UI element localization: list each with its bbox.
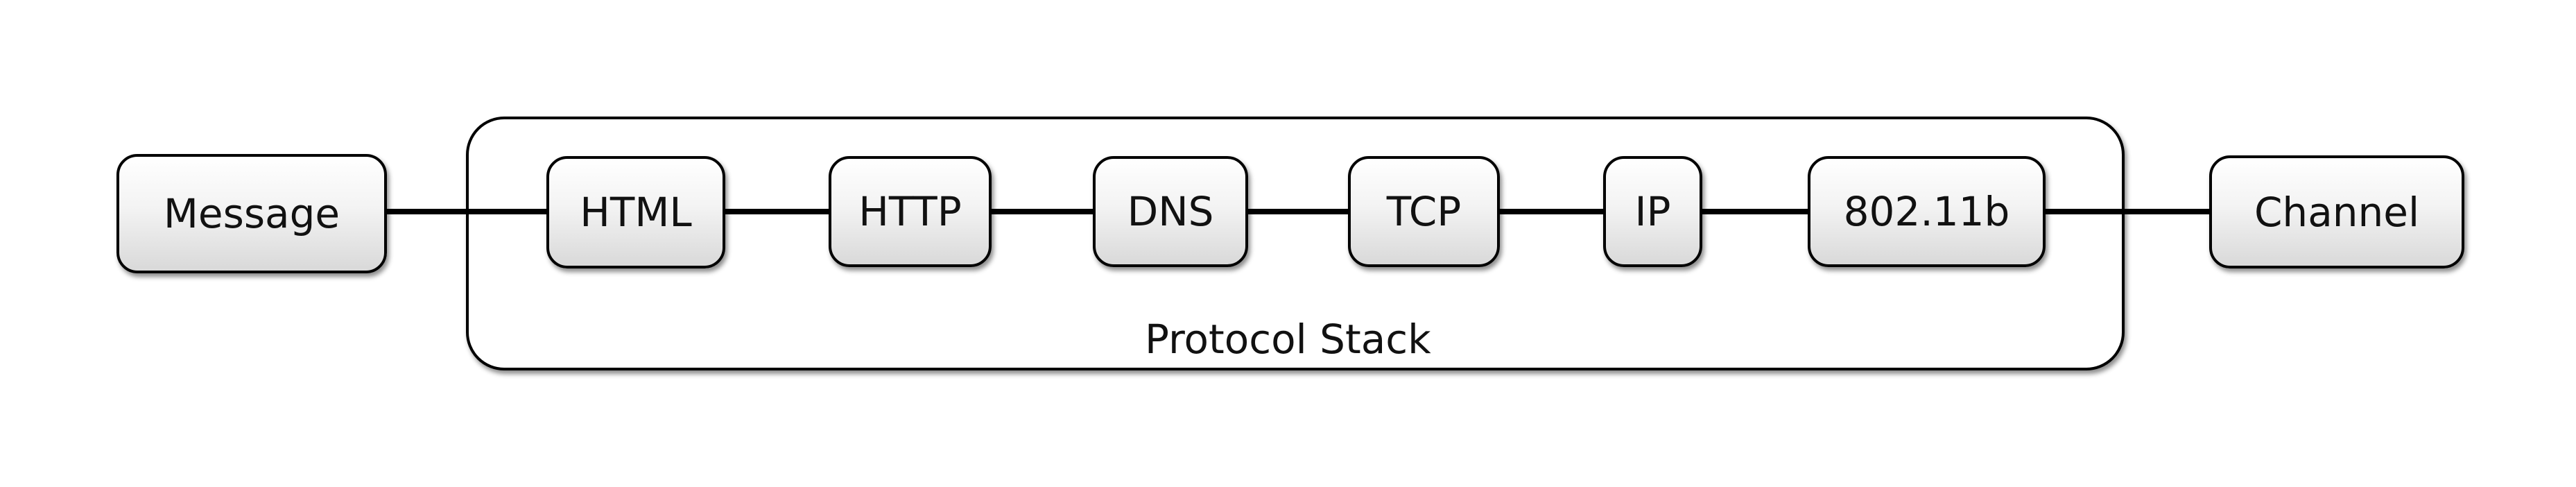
html-node: HTML [546,156,725,268]
dns-node: DNS [1093,156,1248,267]
channel-node: Channel [2209,155,2464,268]
wifi-802-11b-node: 802.11b [1808,156,2046,267]
protocol-stack-label: Protocol Stack [1145,316,1431,363]
message-node: Message [116,154,387,273]
http-node: HTTP [829,156,992,267]
ip-node: IP [1603,156,1702,267]
tcp-node: TCP [1348,156,1500,267]
